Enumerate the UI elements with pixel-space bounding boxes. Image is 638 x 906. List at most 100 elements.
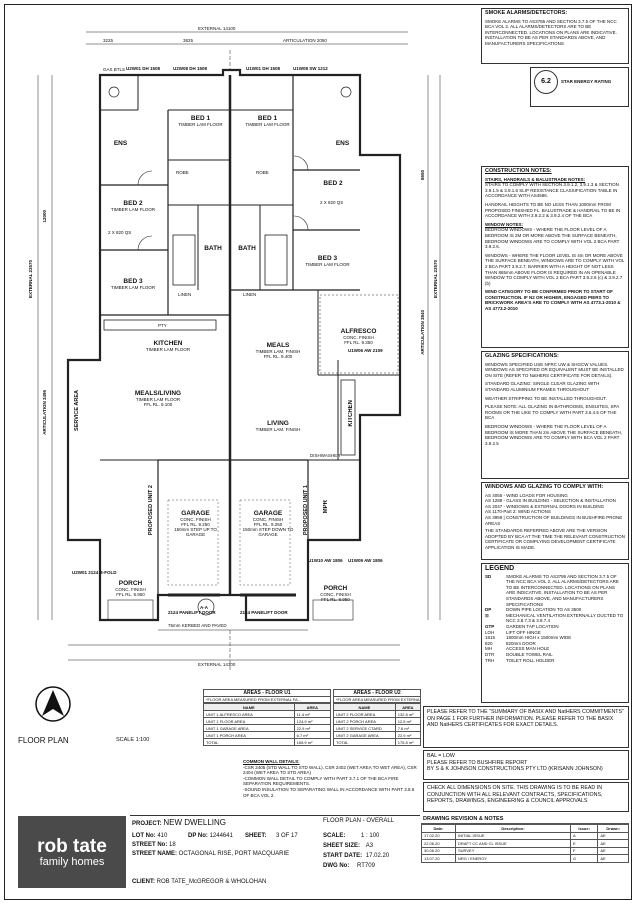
area-name: UNIT 2 FLOOR AREA xyxy=(333,710,396,718)
windows-comply-notes: WINDOWS AND GLAZING TO COMPLY WITH: AS 4… xyxy=(481,482,629,560)
area-value: 7.6 m² xyxy=(394,724,422,732)
company-logo: rob tate family homes xyxy=(18,816,126,888)
start-date-label: START DATE: xyxy=(323,853,363,859)
glazing-p2: STANDARD GLAZING: SINGLE CLEAR GLAZING W… xyxy=(485,381,600,392)
room-bath-left: BATH xyxy=(204,245,222,252)
legend-title: LEGEND xyxy=(485,565,515,572)
energy-rating-badge: 6.2 STAR ENERGY RATING xyxy=(530,67,629,107)
energy-rating-label: STAR ENERGY RATING xyxy=(561,79,612,85)
drawing-title: FLOOR PLAN - OVERALL xyxy=(323,818,395,824)
revision-drawn: AE xyxy=(597,839,629,848)
dwg-no-field: DWG No: RT709 xyxy=(323,863,375,869)
areas-u2-header-area: AREA xyxy=(394,703,422,711)
street-name-field: STREET NAME: OCTAGONAL RISE, PORT MACQUA… xyxy=(132,851,289,857)
areas-u2-title: AREAS - FLOOR U2 xyxy=(333,689,421,697)
common-wall-line-3: -SOUND INSULATION TO SEPARATING WALL IN … xyxy=(243,786,415,798)
window-tag-2: U2W08 DH 1508 xyxy=(173,66,208,71)
window-notes-title: WINDOW NOTES: xyxy=(485,221,523,227)
logo-line-2: family homes xyxy=(39,855,105,868)
dwg-no-value: RT709 xyxy=(357,863,375,869)
windows-comply-footer: THE STANDARDS REFERRED ABOVE ARE THE VER… xyxy=(485,528,625,550)
room-ensuite-right: ENS xyxy=(335,140,350,147)
window-tag-1: U2W01 DH 1508 xyxy=(126,66,161,71)
areas-u1-subtitle: *FLOOR AREA MEASURED FROM EXTERNAL FA... xyxy=(203,697,331,703)
dp-value: 1244641 xyxy=(209,833,233,839)
dim-left-12000: 12000 xyxy=(42,210,47,223)
glazing-p5: BEDROOM WINDOWS - WHERE THE FLOOR LEVEL … xyxy=(485,423,623,446)
area-total-label: TOTAL xyxy=(333,738,396,746)
glazing-notes: GLAZING SPECIFICATIONS: WINDOWS SPECIFIE… xyxy=(481,351,629,479)
linen-label-right: LINEN xyxy=(243,292,257,297)
areas-u2-subtitle: *FLOOR AREA MEASURED FROM EXTERNAL FA... xyxy=(333,697,421,703)
common-wall-notes: COMMON WALL DETAILS: -CSR 2405 (STD WALL… xyxy=(240,757,420,813)
proposed-unit-2-label: PROPOSED UNIT 2 xyxy=(148,485,154,536)
external-dimension-bottom: EXTERNAL 14100 xyxy=(198,662,236,667)
sheet-size-field: SHEET SIZE: A3 xyxy=(323,843,373,849)
legend-text: 1800mm HIGH x 1500mm WIDE xyxy=(506,635,572,641)
area-total-value: 175.8 m² xyxy=(394,738,422,746)
client-value: ROB TATE_McGREGOR & WHOLOHAN xyxy=(156,879,267,885)
revision-description: NRG / ENERGY xyxy=(454,854,571,863)
scale-value: 1 : 100 xyxy=(361,833,380,839)
dwg-no-label: DWG No: xyxy=(323,863,350,869)
area-value: 22.9 m² xyxy=(293,724,332,732)
bal-line: BAL = LOW xyxy=(427,753,455,759)
area-name: UNIT 2 PORCH AREA xyxy=(333,717,396,725)
sheet-size-label: SHEET SIZE: xyxy=(323,843,361,849)
title-block: PROJECT: NEW DWELLING LOT No: 410 DP No:… xyxy=(130,815,420,891)
common-wall-line-1: -CSR 2405 (STD WALL TO STD WALL), CSR 24… xyxy=(243,764,417,776)
revision-issue: E xyxy=(569,839,599,848)
project-field: PROJECT: NEW DWELLING xyxy=(132,818,226,827)
revision-header-issue: Issue: xyxy=(569,824,599,833)
area-value: 11.4 m² xyxy=(293,710,332,718)
north-arrow-icon xyxy=(35,686,71,722)
revision-description: SURVEY xyxy=(454,846,571,855)
window-notes-text-1: BEDROOM WINDOWS - WHERE THE FLOOR LEVEL … xyxy=(485,227,620,250)
street-name-value: OCTAGONAL RISE, PORT MACQUARIE xyxy=(178,851,290,857)
robe-size-right: 2 X 820 QS xyxy=(320,200,344,205)
revision-date: 17.02.20 xyxy=(421,831,456,840)
area-name: UNIT 1 FLOOR AREA xyxy=(203,717,295,725)
dim-left-external: EXTERNAL 23570 xyxy=(28,260,33,298)
area-name: UNIT 1 GARAGE AREA xyxy=(203,724,295,732)
revision-date: 22.06.20 xyxy=(421,839,456,848)
legend-symbol: 1815 xyxy=(485,635,496,641)
logo-line-1: rob tate xyxy=(37,835,107,857)
lot-field: LOT No: 410 xyxy=(132,833,167,839)
gas-bottles-label: GAS BTLS xyxy=(103,67,126,72)
street-no-value: 18 xyxy=(169,842,176,848)
window-tag-8: U2W01 2124 B-FOLD xyxy=(72,570,117,575)
bushfire-author-line: BY S & K JOHNSON CONSTRUCTIONS PTY LTD (… xyxy=(427,766,603,772)
legend-symbol: TRH xyxy=(485,657,495,663)
room-mpr: MPR xyxy=(323,500,329,514)
robe-label-right: ROBE xyxy=(256,170,269,175)
window-tag-6: U1W10 AW 1806 xyxy=(308,558,343,563)
room-bath-right: BATH xyxy=(238,245,256,252)
area-value: 12.5 m² xyxy=(394,717,422,725)
revision-drawn: AE xyxy=(597,846,629,855)
legend-item: 1815 1800mm HIGH x 1500mm WIDE xyxy=(485,635,625,641)
lot-value: 410 xyxy=(157,833,168,839)
revision-issue: A xyxy=(569,831,599,840)
area-value: 6.7 m² xyxy=(293,731,332,739)
revision-description: INITIAL ISSUE xyxy=(454,831,571,840)
start-date-field: START DATE: 17.02.20 xyxy=(323,853,389,859)
revision-drawn: AE xyxy=(597,854,629,863)
handrail-text: HANDRAIL HEIGHTS TO BE NO LESS THAN 1000… xyxy=(485,201,621,219)
